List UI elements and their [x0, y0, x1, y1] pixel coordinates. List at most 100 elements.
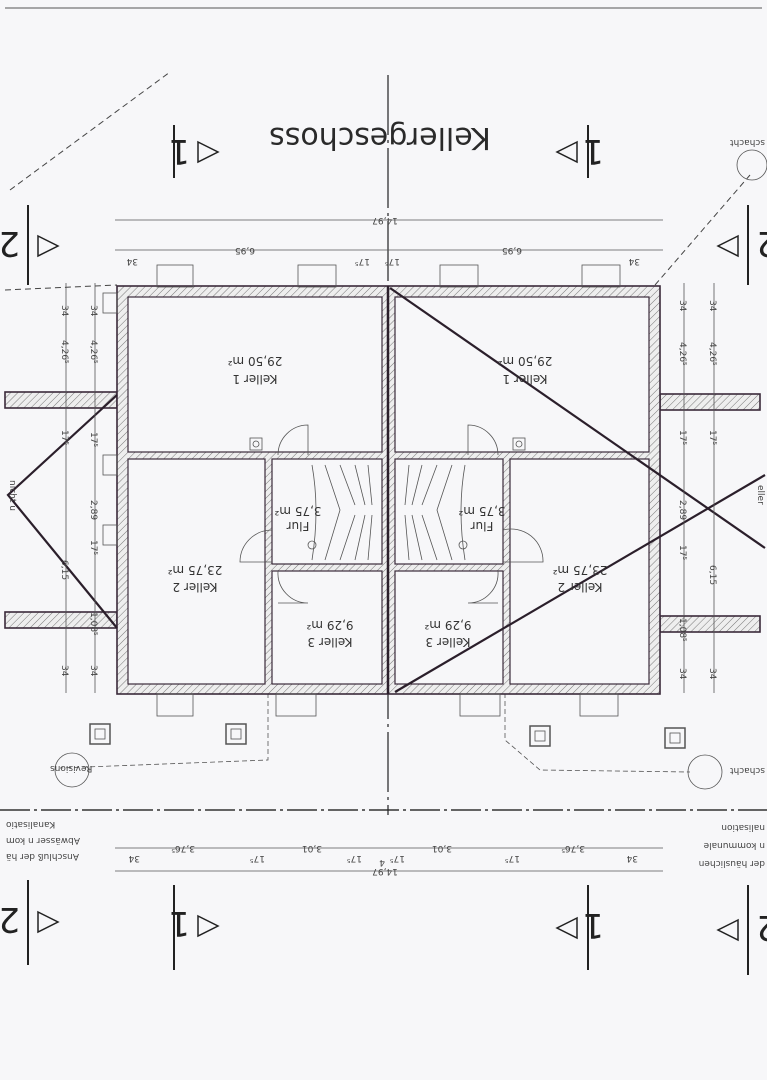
shaft-icon — [687, 754, 723, 790]
dim-label: 17⁵ — [505, 853, 520, 863]
dim-label: 34 — [707, 668, 717, 680]
svg-text:2: 2 — [756, 223, 767, 263]
svg-text:2: 2 — [0, 899, 20, 939]
room-area: 23,75 m² — [167, 563, 222, 577]
dim-label: 17⁵ — [677, 545, 687, 560]
room-name: Keller 2 — [557, 580, 602, 594]
dim-label: 34 — [626, 853, 638, 863]
section-marker-1: 1 — [555, 885, 604, 970]
dim-label: 2,89 — [677, 500, 687, 520]
room-name: Flur — [471, 519, 494, 533]
dimension-labels: 14,97 34 6,95 17⁵ 17⁵ 6,95 34 34 3,76⁵ 1… — [59, 215, 717, 876]
drain-line — [504, 693, 691, 773]
note-text: Kanalisatio — [6, 819, 56, 829]
dim-label: 17⁵ — [347, 853, 362, 863]
windows — [156, 264, 621, 717]
svg-text:2: 2 — [756, 907, 767, 947]
section-marker-2: 2 — [716, 885, 767, 975]
dim-label: 6,15 — [707, 565, 717, 585]
shaft-icon — [736, 149, 767, 181]
dim-label: 4,26⁵ — [88, 340, 98, 364]
dim-label: 17⁵ — [88, 540, 98, 555]
dim-label: 17⁵ — [59, 430, 69, 445]
dim-label: 14,97 — [372, 866, 398, 876]
dim-label: 6,95 — [235, 245, 255, 255]
building-walls — [116, 285, 661, 695]
section-marker-1: 1 — [555, 125, 604, 178]
room-name: Keller 3 — [425, 635, 470, 649]
room-name: Keller 1 — [232, 372, 277, 386]
room-name: Flur — [287, 519, 310, 533]
room-area: 3,75 m² — [458, 504, 505, 518]
dim-label: 1,08⁵ — [88, 612, 98, 636]
note-text: Anschluß der hä — [6, 851, 79, 861]
dim-label: 4,26⁵ — [59, 340, 69, 364]
dim-label: 2,89 — [88, 500, 98, 520]
svg-text:1: 1 — [582, 905, 604, 945]
svg-text:1: 1 — [168, 131, 190, 171]
dim-label: 17⁵ — [677, 430, 687, 445]
dimension-lines — [65, 219, 715, 872]
section-marker-1: 1 — [168, 885, 220, 970]
dashed-line — [654, 174, 751, 286]
dim-label: 34 — [59, 665, 69, 677]
dim-label: 14,97 — [372, 215, 398, 225]
plan-title: Kellergeschoss — [269, 120, 491, 155]
room-name: Keller 1 — [502, 372, 547, 386]
dim-label: 17⁵ — [88, 432, 98, 447]
adjoining-wall — [4, 391, 118, 409]
room-area: 29,50 m² — [497, 354, 552, 368]
dim-label: 4 — [379, 857, 385, 867]
room-labels: Keller 1 29,50 m² Keller 1 29,50 m² Kell… — [167, 354, 607, 649]
adjoining-wall — [659, 615, 761, 633]
room-area: 29,50 m² — [227, 354, 282, 368]
notes: Revisions Kanalisatio Abwässer n kom Ans… — [6, 137, 765, 868]
dim-label: 34 — [88, 305, 98, 317]
dim-label: 4,26⁵ — [677, 342, 687, 366]
dim-label: 34 — [677, 300, 687, 312]
dim-label: 34 — [128, 853, 140, 863]
dim-label: 17⁵ — [250, 853, 265, 863]
dim-label: 34 — [88, 665, 98, 677]
adjoining-wall — [659, 393, 761, 411]
dim-label: 17⁵ — [707, 430, 717, 445]
dim-label: 17⁵ — [390, 853, 405, 863]
revision-shaft-icon — [54, 752, 90, 788]
section-marker-2: 2 — [0, 880, 60, 965]
svg-text:2: 2 — [0, 223, 20, 263]
svg-text:1: 1 — [168, 903, 190, 943]
note-text: Abwässer n kom — [6, 835, 80, 845]
dim-label: 3,01 — [302, 843, 322, 853]
section-marker-1: 1 — [168, 125, 220, 178]
section-marker-2: 2 — [716, 205, 767, 285]
svg-text:1: 1 — [582, 131, 604, 171]
room-area: 23,75 m² — [552, 563, 607, 577]
dim-label: 34 — [628, 256, 640, 266]
room-name: Keller 2 — [172, 580, 217, 594]
staircase — [239, 424, 544, 604]
dashed-line — [9, 71, 171, 191]
dim-label: 34 — [677, 668, 687, 680]
dim-label: 34 — [59, 305, 69, 317]
dashed-line — [4, 284, 118, 291]
note-text: schacht — [729, 137, 765, 147]
section-markers: 1 1 2 2 1 1 2 2 — [0, 125, 767, 975]
cross-out-lines — [6, 287, 766, 693]
note-text: schacht — [729, 765, 765, 775]
dim-label: 34 — [126, 256, 138, 266]
note-text: der häuslichen — [699, 858, 765, 868]
note-text: n kommunale — [703, 840, 765, 850]
dim-label: 6,15 — [59, 560, 69, 580]
drain-line — [59, 693, 269, 769]
room-area: 9,29 m² — [306, 618, 353, 632]
dim-label: 6,95 — [502, 245, 522, 255]
dim-label: 17⁵ — [385, 256, 400, 266]
drain-boxes — [89, 292, 686, 749]
note-text: nicht u — [7, 480, 17, 511]
dim-label: 3,01 — [432, 843, 452, 853]
dim-label: 3,76⁵ — [561, 843, 585, 853]
adjoining-wall — [4, 611, 118, 629]
dim-label: 1,08⁵ — [677, 618, 687, 642]
